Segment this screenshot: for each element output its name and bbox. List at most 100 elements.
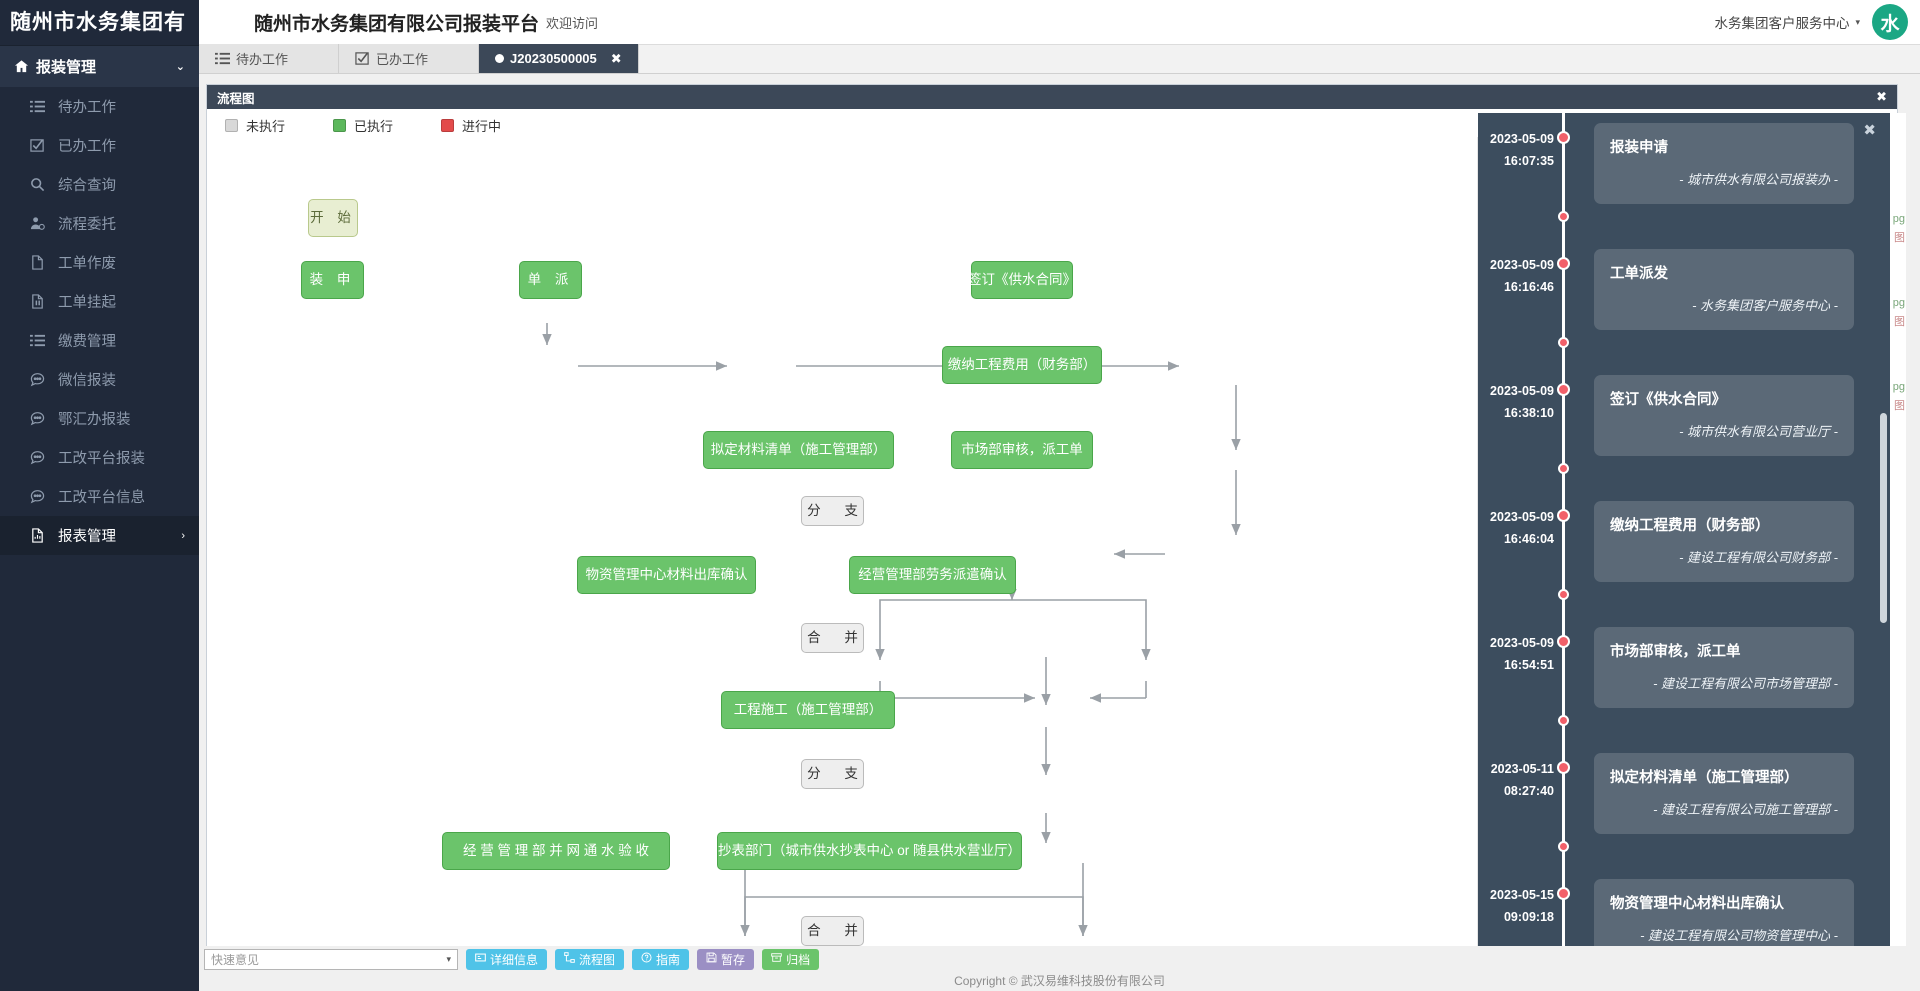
flow-node-n4[interactable]: 缴纳工程费用（财务部） [942, 346, 1102, 384]
check-square-icon [355, 51, 370, 66]
flow-node-g2[interactable]: 合 并 [801, 623, 864, 653]
copyright-text: Copyright © 武汉易维科技股份有限公司 [954, 974, 1165, 988]
file-icon [30, 255, 58, 270]
timeline-date: 2023-05-09 [1490, 636, 1554, 650]
flow-node-label: 物资管理中心材料出库确认 [585, 567, 748, 583]
dot-icon [495, 54, 504, 63]
chevron-down-icon[interactable]: ▾ [1855, 16, 1860, 27]
toolbar-button-5[interactable]: 归档 [762, 948, 820, 970]
toolbar-button-label: 详细信息 [490, 952, 539, 967]
toolbar-button-label: 流程图 [579, 952, 616, 967]
flow-node-label: 报 装 申 请 [282, 272, 383, 288]
flow-node-start[interactable]: 开 始 [308, 199, 358, 237]
flow-node-label: 工程施工（施工管理部） [733, 702, 883, 718]
flow-node-n3[interactable]: 签订《供水合同》 [968, 261, 1076, 299]
sidebar-item-11[interactable]: 工改平台信息 [0, 477, 199, 516]
sidebar-menu: 待办工作已办工作综合查询流程委托工单作废工单挂起缴费管理微信报装鄂汇办报装工改平… [0, 87, 199, 555]
sidebar-item-7[interactable]: 缴费管理 [0, 321, 199, 360]
avatar[interactable]: 水 [1872, 4, 1908, 40]
sidebar-item-8[interactable]: 微信报装 [0, 360, 199, 399]
close-icon[interactable]: ✖ [1863, 122, 1876, 139]
tab-2[interactable]: 已办工作 [339, 44, 479, 73]
timeline-card[interactable]: 市场部审核，派工单- 建设工程有限公司市场管理部 - [1594, 627, 1854, 708]
flow-node-g1[interactable]: 分 支 [801, 496, 864, 526]
header-user-area[interactable]: 水务集团客户服务中心 ▾ 水 [1714, 4, 1920, 40]
flow-node-g4[interactable]: 合 并 [801, 916, 864, 946]
flow-node-label: 分 支 [807, 766, 868, 782]
close-icon[interactable]: ✖ [610, 50, 622, 66]
sidebar-item-12[interactable]: 报表管理› [0, 516, 199, 555]
flow-node-n2[interactable]: 工 单 派 发 [500, 261, 596, 299]
flow-node-g3[interactable]: 分 支 [801, 759, 864, 789]
legend-bar: 未执行已执行进行中 [215, 113, 1477, 137]
toolbar-button-3[interactable]: 指南 [632, 948, 690, 970]
sidebar-item-3[interactable]: 综合查询 [0, 165, 199, 204]
flow-node-label: 合 并 [807, 923, 868, 939]
close-icon[interactable]: ✖ [1876, 89, 1887, 104]
sidebar-item-label: 缴费管理 [58, 334, 116, 350]
timeline-dot-secondary [1558, 841, 1569, 852]
timeline-card[interactable]: 缴纳工程费用（财务部）- 建设工程有限公司财务部 - [1594, 501, 1854, 582]
sidebar-item-5[interactable]: 工单作废 [0, 243, 199, 282]
tab-3[interactable]: J20230500005✖ [479, 44, 639, 73]
timeline-dot-secondary [1558, 589, 1569, 600]
sidebar-item-2[interactable]: 已办工作 [0, 126, 199, 165]
timeline-card[interactable]: 报装申请- 城市供水有限公司报装办 - [1594, 123, 1854, 204]
timeline-card-title: 拟定材料清单（施工管理部） [1610, 770, 1799, 786]
sidebar-item-1[interactable]: 待办工作 [0, 87, 199, 126]
sidebar-item-10[interactable]: 工改平台报装 [0, 438, 199, 477]
toolbar-button-4[interactable]: 暂存 [697, 948, 755, 970]
sidebar: 随州市水务集团有 报装管理 ⌄ 待办工作已办工作综合查询流程委托工单作废工单挂起… [0, 0, 199, 991]
sidebar-item-6[interactable]: 工单挂起 [0, 282, 199, 321]
legend-label: 未执行 [246, 118, 286, 134]
flow-node-n7[interactable]: 物资管理中心材料出库确认 [577, 556, 756, 594]
timeline-card-org: - 建设工程有限公司物资管理中心 - [1640, 928, 1838, 943]
flow-node-n1[interactable]: 报 装 申 请 [282, 261, 378, 299]
sidebar-item-label: 工单挂起 [58, 295, 116, 311]
floppy-icon [706, 952, 717, 966]
flow-node-n10[interactable]: 经 营 管 理 部 并 网 通 水 验 收 [442, 832, 670, 870]
toolbar-button-1[interactable]: 详细信息 [466, 948, 548, 970]
content-area: 流程图 ✖ 未执行已执行进行中 [199, 74, 1920, 991]
flow-node-n11[interactable]: 抄表部门（城市供水抄表中心 or 随县供水营业厅） [717, 832, 1022, 870]
timeline-card[interactable]: 签订《供水合同》- 城市供水有限公司营业厅 - [1594, 375, 1854, 456]
file-pause-icon [30, 294, 58, 309]
info-card-icon [475, 952, 486, 966]
toolbar-button-2[interactable]: 流程图 [555, 948, 625, 970]
timeline-dot [1557, 887, 1570, 900]
timeline-dot [1557, 635, 1570, 648]
sidebar-group-baozhuang[interactable]: 报装管理 ⌄ [0, 45, 199, 87]
timeline-scrollbar[interactable] [1880, 413, 1887, 623]
chat-icon [30, 411, 58, 426]
flow-node-n5[interactable]: 市场部审核，派工单 [951, 431, 1093, 469]
home-icon [14, 59, 36, 74]
sidebar-item-9[interactable]: 鄂汇办报装 [0, 399, 199, 438]
search-icon [30, 177, 58, 192]
timeline-card[interactable]: 物资管理中心材料出库确认- 建设工程有限公司物资管理中心 - [1594, 879, 1854, 952]
flow-node-label: 经 营 管 理 部 并 网 通 水 验 收 [462, 843, 649, 859]
tab-1[interactable]: 待办工作 [199, 44, 339, 73]
timeline-dashed-link [1562, 349, 1565, 375]
page-title: 随州市水务集团有限公司报装平台 [254, 13, 540, 35]
flow-node-n6[interactable]: 拟定材料清单（施工管理部） [703, 431, 894, 469]
flowchart-canvas[interactable]: 开 始报 装 申 请 工 单 派 发 签订《供水合同》缴纳工程费用（财务部） 市场部审… [215, 137, 1478, 952]
welcome-text: 欢迎访问 [546, 15, 599, 31]
flow-node-label: 拟定材料清单（施工管理部） [710, 442, 887, 458]
flow-node-n9[interactable]: 工程施工（施工管理部） [721, 691, 895, 729]
list-icon [30, 333, 58, 348]
quick-opinion-select[interactable]: 快速意见 ▾ [204, 948, 458, 970]
timeline-card[interactable]: 拟定材料清单（施工管理部）- 建设工程有限公司施工管理部 - [1594, 753, 1854, 834]
timeline-card-org: - 城市供水有限公司营业厅 - [1679, 424, 1838, 439]
timeline-card[interactable]: 工单派发- 水务集团客户服务中心 - [1594, 249, 1854, 330]
sidebar-item-4[interactable]: 流程委托 [0, 204, 199, 243]
flow-node-n8[interactable]: 经营管理部劳务派遣确认 [849, 556, 1016, 594]
